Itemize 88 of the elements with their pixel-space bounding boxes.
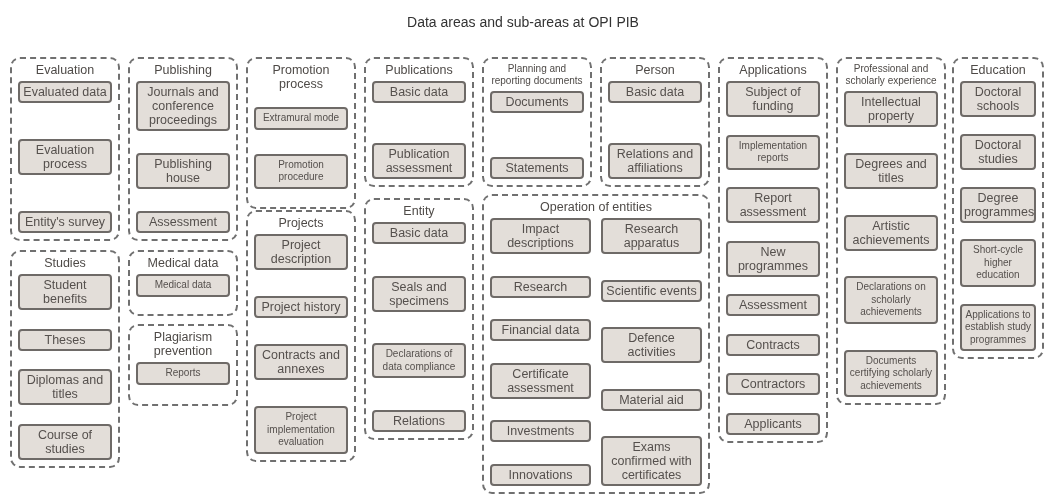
- sub-area-box: Certificate assessment: [490, 362, 591, 399]
- dashed-group-frame: [128, 57, 238, 241]
- sub-area-box: Innovations: [490, 463, 591, 486]
- sub-area-box: Medical data: [136, 274, 230, 297]
- sub-area-box: Contracts and annexes: [254, 344, 348, 381]
- group-title: Operation of entities: [540, 200, 652, 214]
- sub-area-box: Doctoral schools: [960, 81, 1036, 117]
- sub-area-box: Assessment: [136, 211, 230, 233]
- sub-area-box: Project implementation evaluation: [254, 406, 348, 454]
- sub-area-box: Statements: [490, 157, 584, 179]
- sub-area-box: Reports: [136, 362, 230, 385]
- group-title: Publications: [385, 63, 453, 77]
- sub-area-box: Financial data: [490, 319, 591, 342]
- sub-area-box: Documents certifying scholarly achievements: [844, 349, 938, 397]
- dashed-group-frame: [10, 57, 120, 241]
- dashed-group-frame: [952, 57, 1044, 359]
- sub-area-box: Impact descriptions: [490, 218, 591, 254]
- group-title: Plagiarism prevention: [152, 330, 214, 358]
- sub-area-box: New programmes: [726, 240, 820, 277]
- sub-area-box: Exams confirmed with certificates: [601, 436, 702, 486]
- sub-area-box: Theses: [18, 328, 112, 351]
- sub-area-box: Assessment: [726, 294, 820, 317]
- sub-area-box: Project description: [254, 234, 348, 270]
- sub-area-box: Student benefits: [18, 274, 112, 310]
- group-title: Projects: [278, 216, 324, 230]
- sub-area-box: Relations and affiliations: [608, 143, 702, 179]
- diagram-title: Data areas and sub-areas at OPI PIB: [407, 14, 639, 30]
- sub-area-box: Doctoral studies: [960, 133, 1036, 170]
- sub-area-box: Basic data: [372, 222, 466, 244]
- group-title: Studies: [44, 256, 86, 270]
- sub-area-box: Journals and conference proceedings: [136, 81, 230, 131]
- sub-area-box: Evaluation process: [18, 139, 112, 175]
- sub-area-box: Relations: [372, 409, 466, 432]
- sub-area-box: Declarations of data compliance: [372, 343, 466, 379]
- dashed-group-frame: [246, 210, 356, 462]
- sub-area-box: Degrees and titles: [844, 152, 938, 189]
- sub-area-box: Documents: [490, 91, 584, 113]
- sub-area-box: Course of studies: [18, 423, 112, 460]
- sub-area-box: Contractors: [726, 373, 820, 396]
- dashed-group-frame: [364, 198, 474, 440]
- dashed-group-frame: [718, 57, 828, 443]
- sub-area-box: Publishing house: [136, 153, 230, 189]
- dashed-group-frame: [128, 250, 238, 316]
- sub-area-box: Artistic achievements: [844, 214, 938, 251]
- sub-area-box: Declarations on scholarly achievements: [844, 276, 938, 324]
- group-title: Promotion process: [271, 63, 331, 91]
- sub-area-box: Applicants: [726, 412, 820, 435]
- sub-area-box: Basic data: [372, 81, 466, 103]
- sub-area-box: Short-cycle higher education: [960, 239, 1036, 287]
- sub-area-box: Contracts: [726, 333, 820, 356]
- sub-area-box: Intellectual property: [844, 91, 938, 127]
- group-title: Person: [635, 63, 675, 77]
- sub-area-box: Subject of funding: [726, 81, 820, 117]
- sub-area-box: Promotion procedure: [254, 153, 348, 189]
- dashed-group-frame: [364, 57, 474, 187]
- dashed-group-frame: [836, 57, 946, 405]
- group-title: Applications: [739, 63, 807, 77]
- group-title: Professional and scholarly experience: [844, 63, 938, 87]
- sub-area-box: Publication assessment: [372, 143, 466, 179]
- sub-area-box: Research: [490, 275, 591, 298]
- sub-area-box: Implementation reports: [726, 134, 820, 170]
- dashed-group-frame: [482, 57, 592, 187]
- group-title: Publishing: [154, 63, 212, 77]
- dashed-group-frame: [600, 57, 710, 187]
- group-title: Education: [970, 63, 1026, 77]
- dashed-group-frame: [482, 194, 710, 494]
- sub-area-box: Extramural mode: [254, 107, 348, 130]
- group-title: Entity: [403, 204, 435, 218]
- sub-area-box: Report assessment: [726, 187, 820, 224]
- sub-area-box: Diplomas and titles: [18, 369, 112, 406]
- dashed-group-frame: [10, 250, 120, 468]
- sub-area-box: Seals and specimens: [372, 275, 466, 312]
- sub-area-box: Defence activities: [601, 327, 702, 363]
- sub-area-box: Scientific events: [601, 279, 702, 302]
- dashed-group-frame: [246, 57, 356, 209]
- sub-area-box: Project history: [254, 296, 348, 319]
- sub-area-box: Degree programmes: [960, 186, 1036, 223]
- sub-area-box: Investments: [490, 420, 591, 443]
- sub-area-box: Basic data: [608, 81, 702, 103]
- dashed-group-frame: [128, 324, 238, 406]
- sub-area-box: Material aid: [601, 388, 702, 411]
- group-title: Planning and reporting documents: [490, 63, 584, 87]
- group-title: Medical data: [147, 256, 219, 270]
- group-title: Evaluation: [35, 63, 95, 77]
- sub-area-box: Evaluated data: [18, 81, 112, 103]
- sub-area-box: Research apparatus: [601, 218, 702, 254]
- sub-area-box: Entity's survey: [18, 211, 112, 233]
- sub-area-box: Applications to establish study programmes: [960, 303, 1036, 351]
